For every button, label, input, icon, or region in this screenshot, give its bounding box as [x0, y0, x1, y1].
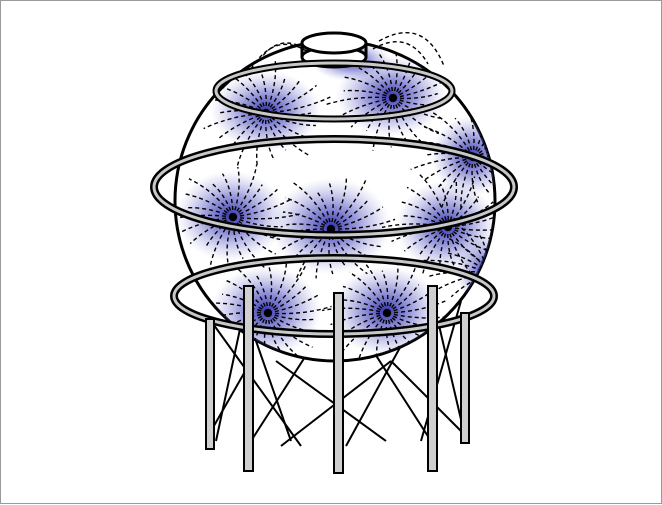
leg-front-right — [428, 286, 437, 471]
field-line — [489, 228, 529, 274]
support-legs — [206, 286, 469, 473]
field-line — [489, 269, 552, 274]
field-line — [489, 248, 528, 273]
field-line — [489, 257, 542, 274]
sphere — [166, 41, 552, 365]
leg-back-right — [461, 313, 469, 443]
field-line — [489, 273, 533, 281]
leg-front-left — [244, 286, 253, 471]
field-glow-group — [176, 41, 516, 356]
leg-front-center — [334, 293, 343, 473]
leg-back-left — [206, 319, 214, 449]
